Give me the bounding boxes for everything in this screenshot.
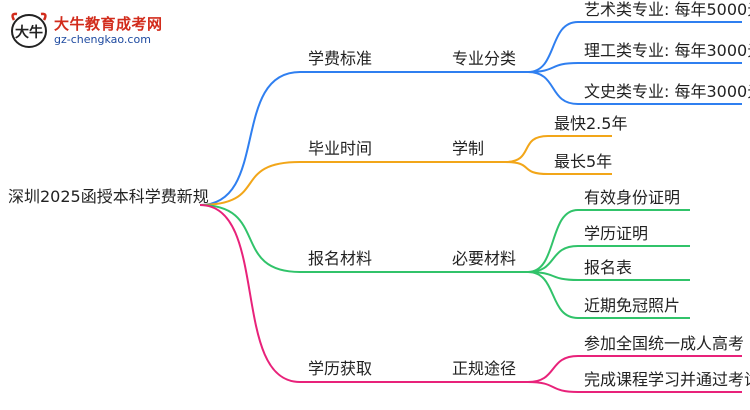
- leaf-node: 文史类专业: 每年3000元: [584, 82, 750, 101]
- leaf-node: 有效身份证明: [584, 188, 680, 207]
- leaf-node: 近期免冠照片: [584, 296, 680, 315]
- edge-child-leaf: [527, 209, 579, 273]
- logo-url: gz-chengkao.com: [54, 33, 151, 46]
- leaf-node: 学历证明: [584, 224, 648, 243]
- leaf-node: 理工类专业: 每年3000元: [584, 41, 750, 60]
- site-logo[interactable]: 大牛 大牛教育成考网 gz-chengkao.com: [8, 10, 178, 50]
- edge-child-leaf: [527, 245, 579, 273]
- root-node: 深圳2025函授本科学费新规: [8, 187, 209, 206]
- bull-logo-icon: 大牛: [11, 12, 47, 48]
- leaf-node: 最长5年: [554, 152, 612, 171]
- mindmap-edges: [199, 21, 742, 393]
- logo-mark-text: 大牛: [15, 24, 43, 41]
- leaf-node: 最快2.5年: [554, 114, 627, 133]
- category-node: 正规途径: [452, 359, 516, 378]
- branch-node: 学费标准: [308, 49, 372, 68]
- logo-name: 大牛教育成考网: [54, 15, 163, 33]
- edge-child-leaf: [527, 355, 579, 383]
- edge-root-branch: [199, 204, 301, 383]
- leaf-node: 参加全国统一成人高考: [584, 334, 744, 353]
- edge-child-leaf: [504, 161, 549, 175]
- edge-root-branch: [199, 204, 301, 273]
- leaf-node: 报名表: [584, 258, 632, 277]
- category-node: 必要材料: [452, 249, 516, 268]
- branch-node: 报名材料: [308, 249, 372, 268]
- edge-root-branch: [199, 71, 301, 206]
- branch-node: 毕业时间: [308, 139, 372, 158]
- edge-child-leaf: [527, 21, 579, 73]
- category-node: 专业分类: [452, 49, 516, 68]
- edge-child-leaf: [527, 71, 579, 105]
- mindmap-nodes: 深圳2025函授本科学费新规 学费标准 专业分类 艺术类专业: 每年5000元理工类专…: [8, 0, 750, 389]
- edge-child-leaf: [527, 381, 579, 393]
- leaf-node: 完成课程学习并通过考试: [584, 370, 750, 389]
- category-node: 学制: [452, 139, 484, 158]
- leaf-node: 艺术类专业: 每年5000元: [584, 0, 750, 19]
- branch-node: 学历获取: [308, 359, 372, 378]
- edge-child-leaf: [504, 135, 549, 163]
- edge-child-leaf: [527, 271, 579, 319]
- edge-root-branch: [199, 161, 301, 206]
